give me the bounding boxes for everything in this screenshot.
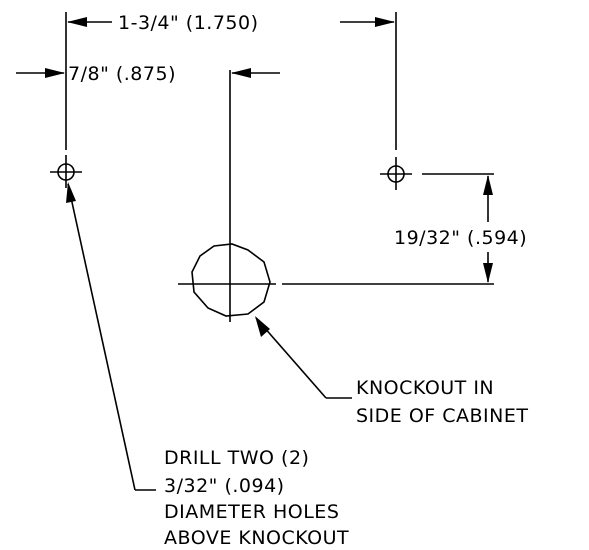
- left-drill-hole: [50, 155, 82, 188]
- vertical-offset-label: 19/32" (.594): [394, 227, 527, 249]
- right-drill-hole: [380, 157, 412, 190]
- overall-width-dimension: 1-3/4" (1.750): [67, 12, 395, 34]
- drill-leader: [66, 182, 156, 491]
- vertical-offset-dimension: 19/32" (.594): [394, 175, 527, 283]
- knockout-circle: [178, 230, 276, 322]
- drill-note-line-2: 3/32" (.094): [164, 475, 285, 497]
- hole-offset-label: 7/8" (.875): [68, 63, 176, 85]
- knockout-note-line-1: KNOCKOUT IN: [356, 377, 494, 399]
- drill-note-line-1: DRILL TWO (2): [164, 447, 309, 469]
- hole-offset-dimension: 7/8" (.875): [16, 63, 280, 85]
- knockout-note-line-2: SIDE OF CABINET: [356, 405, 529, 427]
- overall-width-label: 1-3/4" (1.750): [118, 12, 259, 34]
- knockout-leader: [255, 316, 352, 399]
- drill-note-line-4: ABOVE KNOCKOUT: [164, 527, 349, 549]
- drill-note-line-3: DIAMETER HOLES: [164, 501, 339, 523]
